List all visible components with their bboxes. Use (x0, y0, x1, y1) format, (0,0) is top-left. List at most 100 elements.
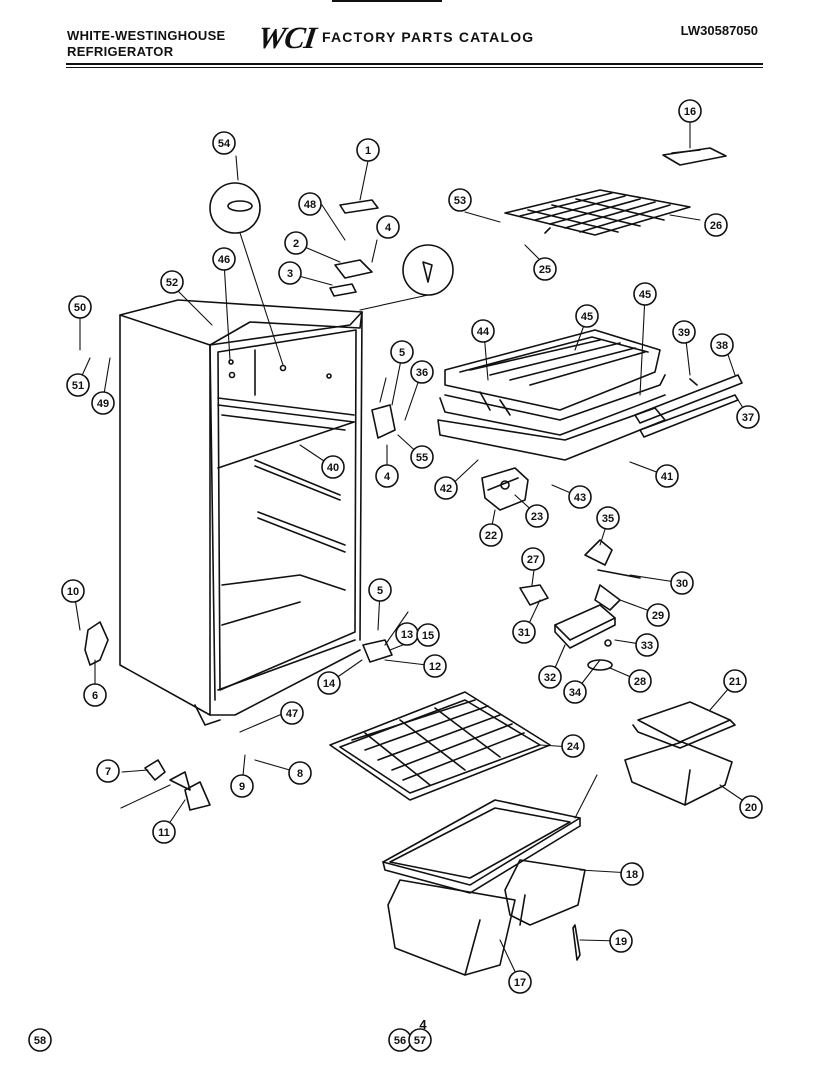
callout-label: 44 (477, 326, 490, 338)
callout-40: 40 (321, 455, 345, 479)
callout-26: 26 (704, 213, 728, 237)
catalog-title: FACTORY PARTS CATALOG (322, 29, 535, 45)
callout-label: 8 (297, 768, 303, 780)
callout-55: 55 (410, 445, 434, 469)
callout-35: 35 (596, 506, 620, 530)
callout-label: 28 (634, 676, 646, 688)
callout-label: 5 (377, 585, 383, 597)
callout-label: 56 (394, 1035, 406, 1047)
callout-label: 27 (527, 554, 539, 566)
cabinet-drawing (119, 299, 363, 726)
crisper-drawers-drawing (387, 859, 586, 976)
callout-circle (704, 213, 728, 237)
callout-10: 10 (61, 579, 85, 603)
callout-16: 16 (678, 99, 702, 123)
callout-label: 5 (399, 347, 405, 359)
callout-43: 43 (568, 485, 592, 509)
callout-52: 52 (160, 270, 184, 294)
callout-circle (83, 683, 107, 707)
callout-circle (575, 304, 599, 328)
callout-circle (160, 270, 184, 294)
rail-drawing (634, 374, 743, 438)
callout-15: 15 (416, 623, 440, 647)
callout-57: 57 (408, 1028, 432, 1052)
callout-33: 33 (635, 633, 659, 657)
callout-27: 27 (521, 547, 545, 571)
callout-label: 15 (422, 630, 434, 642)
callout-circle (288, 761, 312, 785)
callout-label: 12 (429, 661, 441, 673)
header-rule (66, 63, 763, 65)
brand-name: WHITE-WESTINGHOUSE (67, 28, 226, 43)
callout-label: 34 (569, 687, 582, 699)
callout-circle (609, 929, 633, 953)
callout-circle (376, 215, 400, 239)
callout-circle (633, 282, 657, 306)
callout-circle (670, 571, 694, 595)
callout-circle (672, 320, 696, 344)
callout-circle (61, 579, 85, 603)
callout-14: 14 (317, 671, 341, 695)
callout-circle (317, 671, 341, 695)
callout-19: 19 (609, 929, 633, 953)
page-number: 4 (419, 1017, 427, 1032)
callout-circle (479, 523, 503, 547)
callout-56: 56 (388, 1028, 412, 1052)
hinge-parts-drawing (84, 182, 454, 811)
callout-39: 39 (672, 320, 696, 344)
product-type: REFRIGERATOR (67, 44, 174, 59)
callout-circle (66, 373, 90, 397)
callout-circle (525, 504, 549, 528)
callout-circle (739, 795, 763, 819)
callout-label: 17 (514, 977, 526, 989)
callout-circle (152, 820, 176, 844)
callout-label: 49 (97, 398, 109, 410)
callout-circle (356, 138, 380, 162)
callout-29: 29 (646, 603, 670, 627)
callout-20: 20 (739, 795, 763, 819)
callout-label: 23 (531, 511, 543, 523)
brand-block: WHITE-WESTINGHOUSE REFRIGERATOR (67, 28, 226, 60)
refrigerator-shelf-drawing (329, 691, 551, 801)
callout-label: 3 (287, 268, 293, 280)
callout-21: 21 (723, 669, 747, 693)
callout-label: 1 (365, 145, 371, 157)
callout-circle (68, 295, 92, 319)
callout-label: 37 (742, 412, 754, 424)
callout-circle (628, 669, 652, 693)
callout-circle (723, 669, 747, 693)
callout-circle (410, 360, 434, 384)
callout-32: 32 (538, 665, 562, 689)
callout-circle (521, 547, 545, 571)
callout-label: 43 (574, 492, 586, 504)
callout-9: 9 (230, 774, 254, 798)
callout-54: 54 (212, 131, 236, 155)
header-rule-thin (66, 67, 763, 68)
callout-circle (434, 476, 458, 500)
bracket-drawing (662, 147, 727, 166)
callout-circle (538, 665, 562, 689)
callout-circle (736, 405, 760, 429)
callout-label: 24 (567, 741, 580, 753)
callout-label: 46 (218, 254, 230, 266)
damper-control-drawing (481, 467, 529, 511)
callout-label: 6 (92, 690, 98, 702)
callout-label: 2 (293, 238, 299, 250)
callout-label: 22 (485, 530, 497, 542)
callout-circle (321, 455, 345, 479)
callout-circle (230, 774, 254, 798)
evaporator-cover-drawing (437, 329, 666, 461)
callout-8: 8 (288, 761, 312, 785)
callout-label: 33 (641, 640, 653, 652)
callout-28: 28 (628, 669, 652, 693)
callout-5: 5 (368, 578, 392, 602)
callout-circle (410, 445, 434, 469)
callout-circle (408, 1028, 432, 1052)
callout-label: 4 (384, 471, 391, 483)
callout-circle (678, 99, 702, 123)
callout-25: 25 (533, 257, 557, 281)
callout-30: 30 (670, 571, 694, 595)
callout-circle (280, 701, 304, 725)
callout-4: 4 (376, 215, 400, 239)
